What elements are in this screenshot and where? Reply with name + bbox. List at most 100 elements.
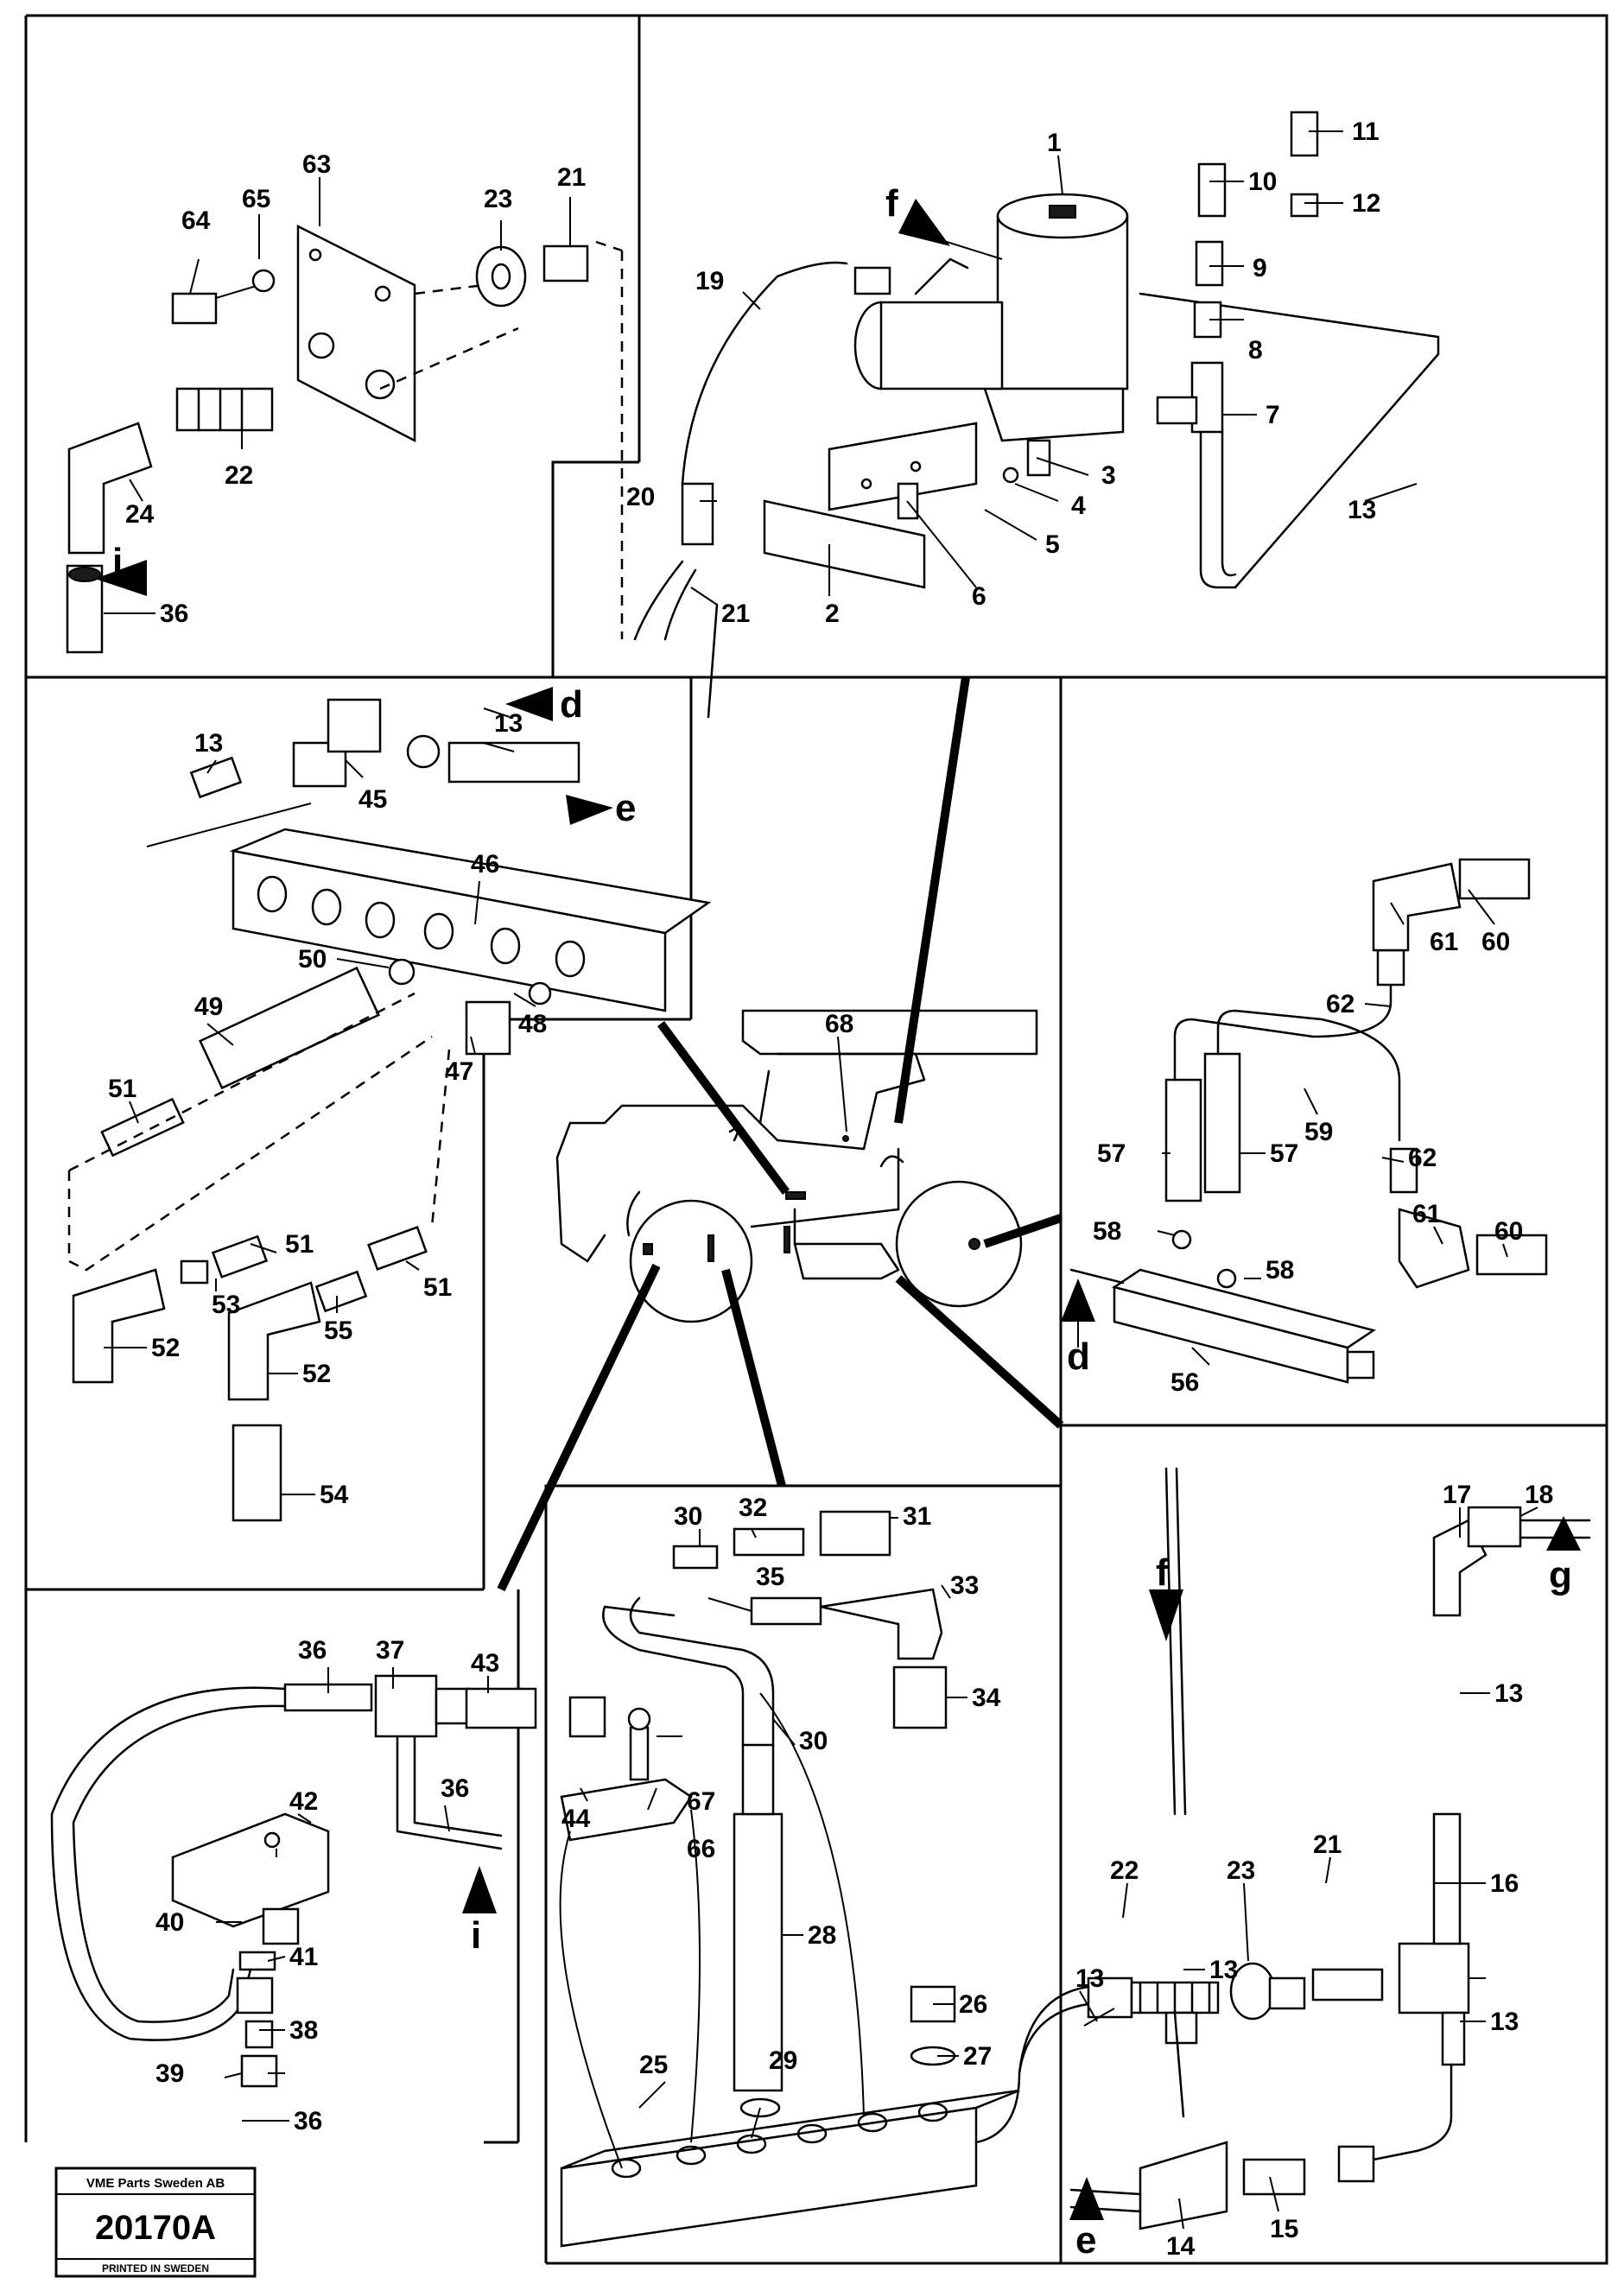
part-label-38: 38 [289,2016,318,2045]
part-label-21-b: 21 [557,163,586,192]
part-label-58-b: 58 [1266,1256,1294,1285]
part-label-21-c: 21 [1313,1830,1342,1859]
panel-frames [24,14,1608,2265]
arrow-g-bottom [1546,1516,1581,1551]
part-label-57-a: 57 [1097,1139,1126,1168]
part-label-64: 64 [181,206,211,235]
arrow-letter-f-top: f [885,182,898,225]
part-label-47: 47 [445,1057,473,1086]
part-label-34: 34 [972,1684,1001,1712]
part-label-62-b: 62 [1408,1144,1437,1172]
stamp-company: VME Parts Sweden AB [86,2176,225,2191]
part-label-30-a: 30 [674,1502,702,1531]
arrow-letter-e-top: e [615,787,636,829]
arrow-letter-d-top: d [560,683,583,726]
part-label-62-a: 62 [1326,990,1354,1018]
part-label-43: 43 [471,1649,499,1678]
part-label-40: 40 [155,1908,184,1937]
part-label-36-a: 36 [160,600,188,628]
part-label-16: 16 [1490,1869,1519,1898]
part-label-13-b: 13 [194,729,223,758]
stamp-drawing-number: 20170A [95,2209,216,2247]
part-label-30-b: 30 [799,1727,828,1755]
part-label-36-c: 36 [441,1774,469,1803]
part-label-8: 8 [1248,336,1263,365]
stamp-printed: PRINTED IN SWEDEN [102,2262,209,2274]
direction-arrows [95,199,1581,2220]
part-label-48: 48 [518,1010,547,1038]
part-label-56: 56 [1170,1368,1199,1397]
part-label-45: 45 [358,785,387,814]
part-label-32: 32 [739,1494,767,1522]
part-label-3: 3 [1101,461,1116,490]
panel-bottom-center-parts [559,1510,1090,2248]
part-label-13-d: 13 [1494,1679,1523,1708]
panel-connector-lines [497,676,1064,1592]
panel-bottom-left-parts [50,1674,606,2088]
part-label-7: 7 [1266,401,1280,429]
part-label-13-f: 13 [1209,1956,1238,1984]
part-label-49: 49 [194,993,223,1021]
part-label-63: 63 [302,150,331,179]
part-label-44: 44 [561,1805,591,1833]
part-label-37: 37 [376,1636,404,1665]
part-label-13-a: 13 [1348,496,1376,524]
part-label-67: 67 [687,1787,715,1816]
part-label-22-a: 22 [225,461,253,490]
part-label-61-b: 61 [1412,1200,1441,1228]
arrow-letter-e-bottom: e [1075,2219,1096,2262]
part-label-51-c: 51 [423,1273,452,1302]
part-label-26: 26 [959,1990,987,2019]
part-label-41: 41 [289,1943,318,1971]
part-label-14: 14 [1166,2232,1196,2261]
part-label-36-b: 36 [298,1636,327,1665]
arrow-letter-i-bottom: i [471,1914,481,1957]
part-label-17: 17 [1443,1481,1471,1509]
part-label-10: 10 [1248,168,1277,196]
part-label-61-a: 61 [1430,928,1458,956]
part-label-2: 2 [825,600,840,628]
arrow-letter-d-mid: d [1067,1336,1090,1378]
part-label-51-a: 51 [108,1075,136,1103]
part-label-25: 25 [639,2051,668,2079]
part-number-labels: 1 2 3 4 5 6 7 8 9 10 11 12 13 19 20 21 6… [108,117,1553,2261]
part-label-60-b: 60 [1494,1217,1523,1246]
machine-silhouette [555,1009,1038,1323]
arrow-letter-f-bottom: f [1156,1551,1169,1594]
part-label-4: 4 [1071,492,1086,520]
part-label-36-d: 36 [294,2107,322,2135]
part-label-52-b: 52 [302,1360,331,1388]
part-label-11: 11 [1352,117,1380,146]
leader-lines [104,130,1538,2230]
arrow-letter-g-bottom: g [1549,1554,1572,1596]
part-label-24: 24 [125,500,155,529]
part-label-68: 68 [825,1010,853,1038]
part-label-42: 42 [289,1787,318,1816]
part-label-57-b: 57 [1270,1139,1298,1168]
part-label-39: 39 [155,2059,184,2088]
part-label-18: 18 [1525,1481,1553,1509]
part-label-19: 19 [695,267,724,295]
panel-bottom-right-parts [1018,1467,1591,2230]
arrow-i-top [95,560,147,596]
part-label-6: 6 [972,582,986,611]
panel-mid-left-parts [67,698,712,1522]
part-label-27: 27 [963,2042,992,2071]
part-label-28: 28 [808,1921,836,1950]
part-label-59: 59 [1304,1118,1333,1146]
arrow-f-top [898,199,950,246]
arrow-d-mid [1061,1278,1095,1322]
part-label-31: 31 [903,1502,931,1531]
part-label-21-a: 21 [721,600,750,628]
part-label-12: 12 [1352,189,1380,218]
part-label-50: 50 [298,945,327,974]
part-label-5: 5 [1045,530,1060,559]
panel-top-right-parts [633,111,1440,719]
part-label-55: 55 [324,1316,352,1345]
arrow-d-top [505,687,553,721]
part-label-9: 9 [1253,254,1267,282]
part-label-46: 46 [471,850,499,879]
part-label-20: 20 [626,483,655,511]
part-label-51-b: 51 [285,1230,314,1259]
